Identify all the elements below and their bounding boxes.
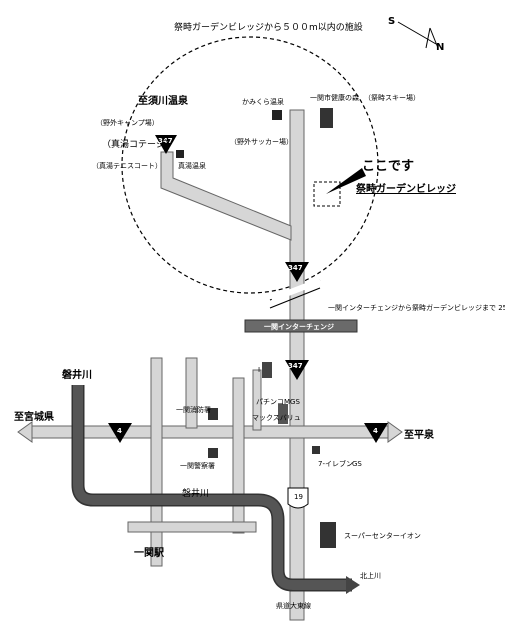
here-sub-label: 祭畤ガーデンビレッジ bbox=[356, 182, 456, 195]
minor-road-4 bbox=[252, 369, 262, 431]
river-arrow-icon bbox=[346, 576, 360, 594]
kamikura-onsen-marker bbox=[272, 110, 282, 120]
compass-south-label: S bbox=[388, 16, 395, 27]
label-manyu-onsen: 真湯温泉 bbox=[178, 161, 206, 170]
label-ichinoseki-station: 一関駅 bbox=[134, 547, 165, 559]
here-pointer-icon bbox=[326, 168, 366, 194]
label-kitakami-river: 北上川 bbox=[360, 571, 381, 580]
svg-text:19: 19 bbox=[294, 493, 303, 501]
label-to-hiraizumi: 至平泉 bbox=[404, 428, 435, 441]
route-badge-4-b: 4 bbox=[364, 423, 388, 443]
label-pachinko: パチンコMGS bbox=[256, 398, 300, 406]
label-manyu-tennis: （真湯テニスコート） bbox=[92, 161, 162, 170]
route-badge-347-b: 347 bbox=[285, 262, 309, 282]
label-sukawa-onsen: 至須川温泉 bbox=[138, 94, 189, 107]
label-ic-note: 一関インターチェンジから祭畤ガーデンビレッジまで 25キロ bbox=[328, 303, 505, 312]
manyu-onsen-marker bbox=[176, 150, 184, 158]
minor-road-3 bbox=[232, 377, 245, 534]
svg-text:4: 4 bbox=[373, 427, 378, 435]
label-yagai-camp: （野外キャンプ場） bbox=[96, 118, 159, 127]
ichinoseki-ic-label: 一関インターチェンジ bbox=[264, 322, 334, 331]
route-badge-347-a: 347 bbox=[155, 135, 177, 154]
label-kamikura-onsen: かみくら温泉 bbox=[242, 97, 284, 106]
label-manyu-cottage: （真湯コテージ） bbox=[102, 138, 174, 150]
kenko-mori-marker bbox=[320, 108, 333, 128]
compass-icon: S N bbox=[388, 16, 444, 53]
map-title: 祭畤ガーデンビレッジから５００m以内の施設 bbox=[174, 21, 363, 33]
arrow-east-icon bbox=[387, 421, 403, 443]
label-seven-eleven: 7-イレブン bbox=[318, 459, 353, 468]
route-badge-347-c: 347 bbox=[285, 360, 309, 380]
marker-ic-building bbox=[262, 362, 272, 378]
label-fire-station: 一関消防署 bbox=[176, 405, 211, 414]
label-matsurube-ski: （祭畤スキー場） bbox=[364, 93, 420, 102]
label-aeon: スーパーセンターイオン bbox=[344, 531, 421, 540]
garden-village-marker bbox=[313, 181, 341, 207]
seven-eleven-marker bbox=[312, 446, 320, 454]
label-police: 一関警察署 bbox=[180, 461, 215, 470]
svg-text:347: 347 bbox=[288, 362, 303, 370]
label-ic-short: I bbox=[258, 366, 260, 374]
police-marker bbox=[208, 448, 218, 458]
station-road bbox=[127, 521, 257, 533]
label-to-miyagi: 至宮城県 bbox=[14, 410, 54, 423]
minor-road-1 bbox=[150, 357, 163, 567]
arrow-west-icon bbox=[17, 421, 33, 443]
pachinko-marker bbox=[278, 404, 288, 424]
label-to-kenshi: 県道大東線 bbox=[276, 601, 311, 610]
label-maxvalu: マックスバリュ bbox=[252, 414, 301, 422]
route-badge-19: 19 bbox=[287, 487, 309, 509]
minor-road-2 bbox=[185, 357, 198, 429]
aeon-marker bbox=[320, 522, 336, 548]
label-gs: GS bbox=[352, 460, 362, 468]
label-iwaigawa: 磐井川 bbox=[62, 368, 92, 381]
route-badge-4-a: 4 bbox=[108, 423, 132, 443]
fire-station-marker bbox=[208, 408, 218, 420]
svg-text:347: 347 bbox=[288, 264, 303, 272]
svg-text:347: 347 bbox=[158, 137, 173, 145]
compass-north-label: N bbox=[436, 42, 444, 53]
label-iwai-river: 磐井川 bbox=[182, 487, 209, 499]
branch-road-to-sukawa bbox=[160, 151, 292, 241]
here-label: ここです bbox=[362, 159, 414, 174]
radius-500m-circle bbox=[121, 36, 379, 294]
ichinoseki-ic bbox=[244, 319, 358, 333]
label-kenko-mori: 一関市健康の森 bbox=[310, 93, 359, 102]
label-yagai-soccer: （野外サッカー場） bbox=[230, 137, 293, 146]
svg-text:4: 4 bbox=[117, 427, 122, 435]
